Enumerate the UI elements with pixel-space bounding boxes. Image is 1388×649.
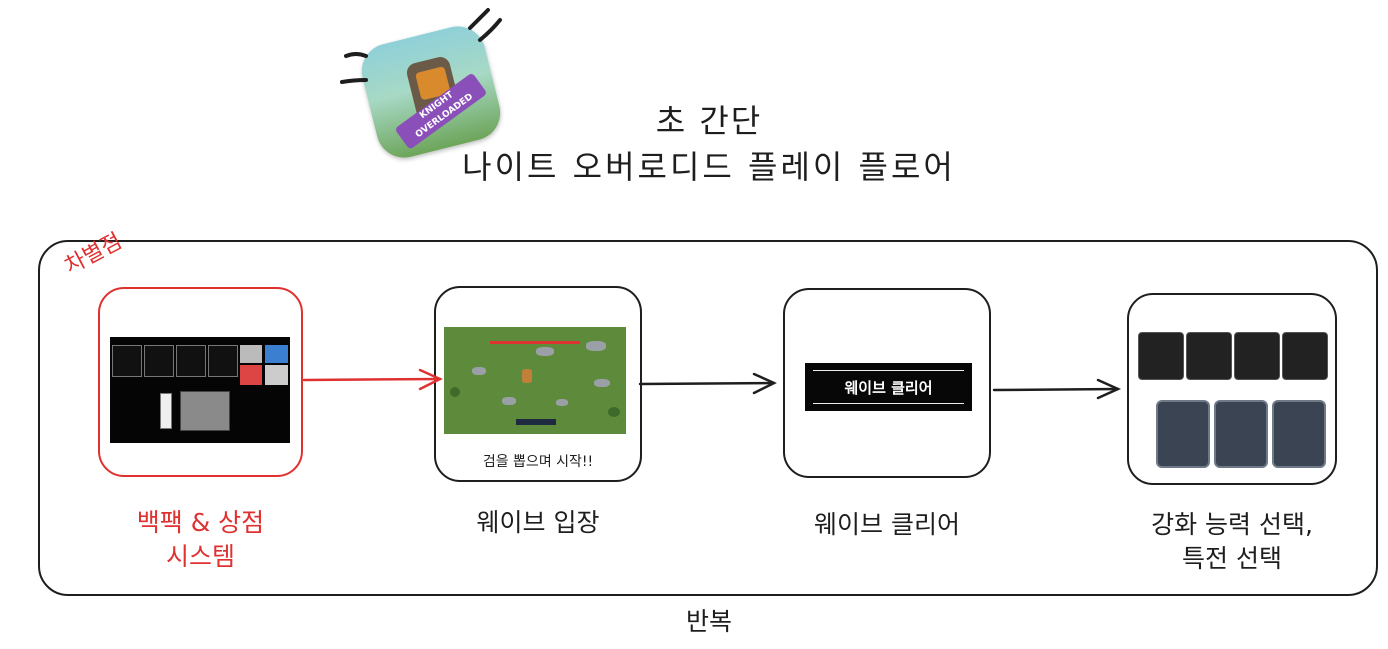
step-caption-line-2: 특전 선택 bbox=[1182, 544, 1282, 573]
step-caption-wave-clear: 웨이브 클리어 bbox=[783, 508, 991, 542]
step-caption-upgrade-select: 강화 능력 선택, 특전 선택 bbox=[1127, 508, 1337, 576]
step-caption-line-1: 웨이브 클리어 bbox=[814, 510, 960, 539]
wave-enter-screenshot bbox=[444, 327, 626, 434]
repeat-label: 반복 bbox=[685, 607, 732, 636]
backpack-shop-screenshot bbox=[110, 337, 290, 443]
wave-enter-note: 검을 뽑으며 시작!! bbox=[482, 454, 594, 470]
step-caption-line-2: 시스템 bbox=[165, 542, 235, 571]
step-caption-line-1: 강화 능력 선택, bbox=[1151, 510, 1313, 539]
step-caption-line-1: 웨이브 입장 bbox=[476, 508, 600, 537]
wave-clear-banner: 웨이브 클리어 bbox=[805, 363, 972, 411]
step-caption-backpack-shop: 백팩 & 상점 시스템 bbox=[98, 506, 303, 574]
title-line-2: 나이트 오버로디드 플레이 플로어 bbox=[462, 148, 956, 186]
loop-container bbox=[38, 240, 1378, 596]
wave-clear-banner-text: 웨이브 클리어 bbox=[844, 379, 933, 397]
perk-options-screenshot bbox=[1156, 400, 1328, 468]
title-line-1: 초 간단 bbox=[655, 102, 763, 140]
upgrade-options-screenshot bbox=[1138, 332, 1328, 380]
step-caption-wave-enter: 웨이브 입장 bbox=[434, 506, 642, 540]
sparkle-strokes-icon bbox=[340, 8, 502, 84]
step-caption-line-1: 백팩 & 상점 bbox=[136, 508, 265, 537]
